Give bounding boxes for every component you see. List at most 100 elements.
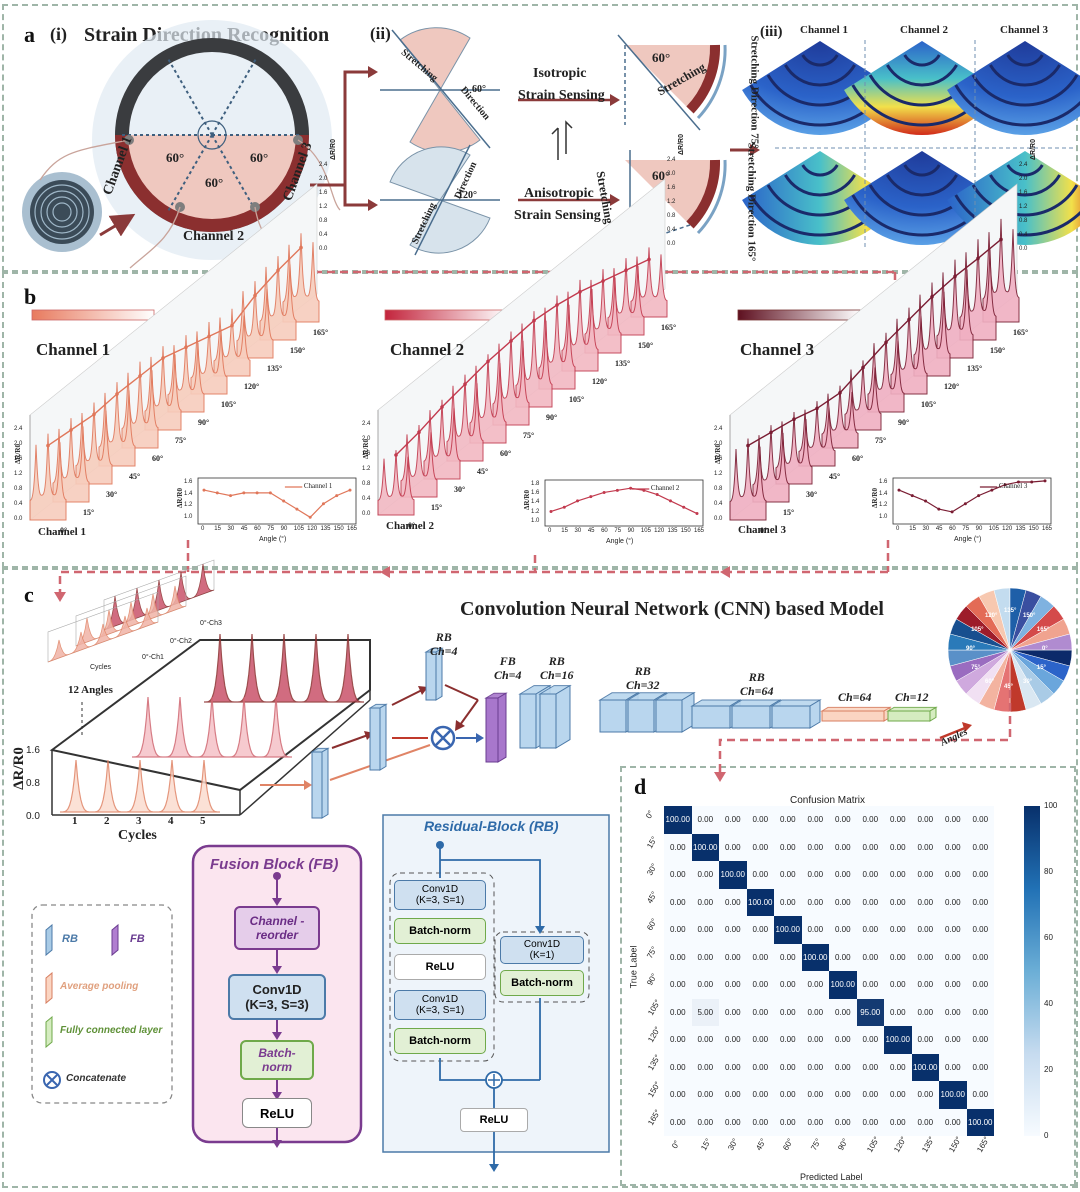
cm-cell: 0.00: [829, 1081, 857, 1109]
cm-cell: 0.00: [884, 1053, 912, 1081]
cm-cell: 0.00: [966, 971, 994, 999]
b-z-tick-right: 0.8: [319, 218, 328, 224]
waterfall-mean-point: [953, 274, 957, 279]
sim-col-3: Channel 3: [1000, 24, 1048, 36]
main-y-tick: 0.0: [26, 811, 40, 822]
inset-y-tick: 1.6: [879, 479, 888, 485]
cm-cell: 0.00: [939, 1053, 967, 1081]
cnn-fc64: [820, 706, 892, 712]
cm-cell: 0.00: [829, 1108, 857, 1136]
waterfall-mean-point: [532, 318, 536, 323]
waterfall-mean-point: [276, 268, 280, 273]
rb-relu: ReLU: [394, 954, 486, 980]
b-angle-tick: 90°: [546, 413, 558, 422]
b-angle-tick: 45°: [129, 472, 141, 481]
waterfall-mean-point: [207, 334, 211, 339]
cm-cell: 0.00: [856, 1026, 884, 1054]
rb-skip-conv1d: Conv1D(K=1): [500, 936, 584, 964]
cm-cell: 0.00: [719, 1108, 747, 1136]
b-z-tick: 0.4: [14, 501, 23, 507]
b-z-tick: 0.8: [362, 481, 371, 487]
cm-cell: 0.00: [719, 998, 747, 1026]
b-angle-tick: 105°: [221, 400, 237, 409]
cm-cell: 0.00: [801, 998, 829, 1026]
b-angle-tick: 105°: [921, 400, 937, 409]
sim-fan: [742, 41, 898, 135]
sim-fan-ring: [886, 64, 958, 87]
cm-cell: 0.00: [939, 998, 967, 1026]
cm-cell: 0.00: [939, 916, 967, 944]
angles-12-label: 12 Angles: [68, 684, 113, 696]
cm-cell: 0.00: [829, 1026, 857, 1054]
b-angle-tick: 15°: [783, 508, 795, 517]
cm-cell: 0.00: [801, 1053, 829, 1081]
b-angle-tick: 0°: [760, 526, 768, 535]
cm-cell: 0.00: [911, 861, 939, 889]
cm-cell: 0.00: [746, 806, 774, 834]
inset-x-tick: 45: [935, 526, 943, 532]
waterfall-mean-point: [184, 345, 188, 350]
inset-x-tick: 60: [601, 528, 608, 534]
cm-cell: 0.00: [801, 1026, 829, 1054]
waterfall-mean-point: [884, 340, 888, 345]
cm-cell: 0.00: [884, 861, 912, 889]
cm-cell: 0.00: [911, 806, 939, 834]
sector-iso-angle: 60°: [652, 50, 671, 65]
inset-x-tick: 75: [962, 526, 970, 532]
cm-cell: 0.00: [966, 1053, 994, 1081]
waterfall-mean-point: [647, 257, 651, 262]
inset-x-tick: 60: [254, 526, 261, 532]
b-z-tick-right: 2.0: [1019, 176, 1028, 182]
b-z-tick-right: 1.2: [1019, 204, 1028, 210]
cm-colorbar-tick: 60: [1044, 933, 1053, 942]
main-y-tick: 1.6: [26, 745, 40, 756]
waterfall-mean-point: [509, 339, 513, 343]
sim-fan: [742, 151, 898, 246]
cm-cell: 0.00: [664, 998, 692, 1026]
cm-cell: 0.00: [911, 998, 939, 1026]
cm-cell: 0.00: [801, 833, 829, 861]
waterfall-mean-point: [838, 391, 842, 395]
b-angle-tick: 60°: [152, 454, 164, 463]
cm-cell: 0.00: [719, 1026, 747, 1054]
cm-cell: 100.00: [939, 1081, 967, 1109]
inset-line: [203, 489, 351, 519]
waterfall-mean-point: [299, 245, 303, 250]
inset-x-tick: 135: [667, 528, 678, 534]
waterfall-mean-point: [253, 293, 257, 298]
cm-colorbar-tick: 20: [1044, 1065, 1053, 1074]
cm-colorbar-tick: 80: [1044, 867, 1053, 876]
main-y-tick: 0.8: [26, 778, 40, 789]
cm-cell: 0.00: [911, 888, 939, 916]
channel-1-axis-name: Channel 1: [38, 526, 86, 538]
waterfall-mean-point: [792, 417, 796, 422]
cnn-rb32-c: [655, 699, 683, 733]
waterfall-mean-point: [861, 365, 865, 370]
cm-cell: 0.00: [664, 1026, 692, 1054]
cm-xlabel: Predicted Label: [800, 1172, 863, 1182]
b-z-tick: 2.4: [14, 426, 23, 432]
sim-fan-ring: [784, 64, 856, 87]
cm-cell: 0.00: [801, 916, 829, 944]
cm-cell: 0.00: [911, 1026, 939, 1054]
cm-cell: 0.00: [746, 1053, 774, 1081]
pie-label: 30°: [1023, 678, 1033, 685]
b-z-tick-right: 2.0: [319, 176, 328, 182]
b-angle-tick: 105°: [569, 395, 585, 404]
waterfall-mean-point: [769, 430, 773, 435]
waterfall-mean-point: [907, 317, 911, 322]
cm-cell: 0.00: [966, 916, 994, 944]
waterfall-mean-point: [578, 290, 582, 294]
section-iii-label: (iii): [760, 24, 783, 40]
cm-cell: 0.00: [719, 971, 747, 999]
pie-label: 120°: [985, 613, 998, 620]
cm-cell: 0.00: [939, 943, 967, 971]
cm-cell: 0.00: [829, 888, 857, 916]
cm-cell: 95.00: [856, 998, 884, 1026]
cnn-fc12: [886, 706, 938, 712]
b-z-tick-right: 0.0: [319, 246, 328, 252]
cm-cell: 100.00: [829, 971, 857, 999]
cm-cell: 0.00: [966, 806, 994, 834]
b-angle-tick: 90°: [198, 418, 210, 427]
